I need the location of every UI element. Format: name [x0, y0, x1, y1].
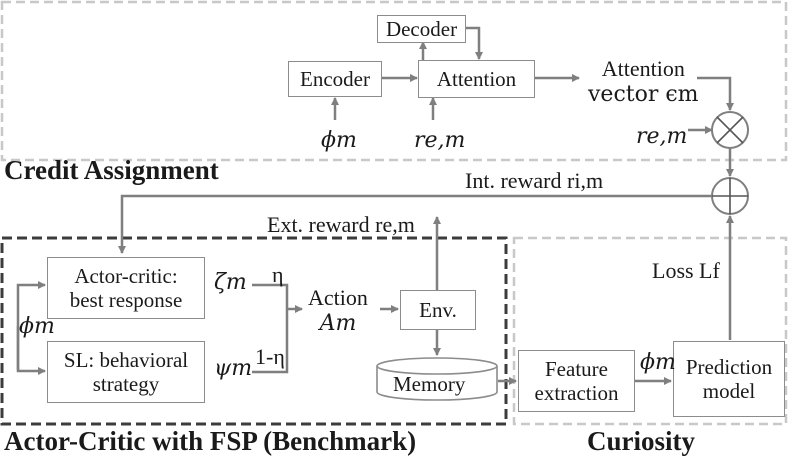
prediction-model-box: Prediction model: [673, 341, 785, 417]
curiosity-region: [512, 236, 788, 426]
encoder-label: Encoder: [300, 66, 370, 91]
sl-line2: strategy: [92, 372, 160, 396]
curiosity-title: Curiosity: [587, 426, 695, 456]
feature-line2: extraction: [534, 381, 619, 405]
psi-label: ψm: [214, 356, 253, 381]
add-operator: [711, 177, 749, 215]
action-line2: Am: [319, 311, 357, 337]
line-zeta-mix: [252, 283, 289, 309]
env-box: Env.: [400, 290, 476, 330]
ext-reward-label: Ext. reward re,m: [267, 212, 415, 237]
env-label: Env.: [419, 297, 457, 322]
actor-critic-line1: Actor-critic:: [74, 263, 178, 288]
eta-label: η: [272, 262, 284, 287]
sl-box: SL: behavioral strategy: [47, 341, 205, 403]
feature-extraction-box: Feature extraction: [518, 350, 635, 412]
attention-box: Attention: [418, 60, 535, 98]
zeta-label: ζm: [214, 270, 247, 295]
multiply-operator: [711, 111, 749, 149]
action-label: Action Am: [308, 285, 368, 338]
credit-assignment-region: [0, 0, 788, 162]
attention-vector-line2: vector ϵm: [588, 82, 699, 108]
actor-critic-title: Actor-Critic with FSP (Benchmark): [4, 426, 417, 456]
prediction-line2: model: [702, 379, 756, 403]
arrow-vector-multiply: [697, 76, 734, 111]
action-line1: Action: [308, 285, 368, 310]
r-attention-label: re,m: [414, 128, 466, 153]
attention-vector-label: Attention vector ϵm: [588, 56, 699, 109]
credit-assignment-title: Credit Assignment: [4, 155, 219, 185]
one-minus-eta-label: 1-η: [255, 344, 285, 369]
feature-line1: Feature: [545, 356, 608, 381]
arrow-int-reward: [118, 194, 712, 254]
encoder-box: Encoder: [288, 61, 382, 97]
arrow-decoder-attention: [466, 26, 483, 60]
attention-label: Attention: [436, 66, 517, 91]
phi-encoder-label: ϕm: [321, 128, 357, 153]
line-psi-mix: [252, 309, 289, 374]
r-multiply-label: re,m: [636, 124, 688, 149]
sl-line1: SL: behavioral: [63, 347, 189, 372]
decoder-label: Decoder: [385, 16, 458, 41]
phi-left-label: ϕm: [19, 314, 55, 339]
memory-label: Memory: [393, 372, 466, 396]
phi-feature-label: ϕm: [640, 350, 676, 375]
int-reward-label: Int. reward ri,m: [465, 168, 604, 193]
actor-critic-line2: best response: [69, 288, 183, 312]
decoder-box: Decoder: [377, 15, 466, 43]
attention-vector-line1: Attention: [601, 56, 685, 81]
memory-cylinder: [376, 357, 498, 401]
prediction-line1: Prediction: [685, 354, 773, 379]
loss-label: Loss Lf: [652, 258, 720, 283]
arrow-phi-sl: [16, 326, 46, 375]
actor-critic-box: Actor-critic: best response: [47, 257, 205, 319]
